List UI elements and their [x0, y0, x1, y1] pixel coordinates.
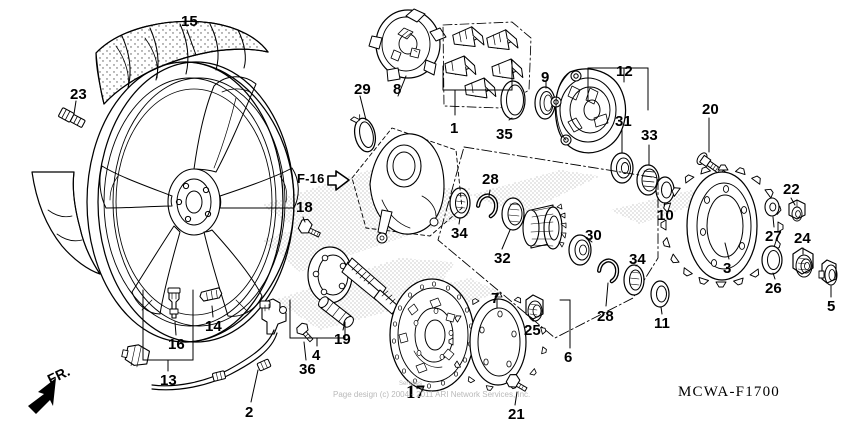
page-number: 17: [406, 382, 425, 403]
callout-33: 33: [641, 127, 658, 144]
callout-7: 7: [491, 290, 500, 307]
callout-30: 30: [585, 227, 602, 244]
callout-34-left: 34: [451, 225, 468, 242]
callout-29: 29: [354, 81, 371, 98]
callout-19: 19: [334, 331, 351, 348]
services-watermark: Services: [399, 381, 423, 387]
copyright-watermark: Page design (c) 2004 - 2011 ARI Network …: [333, 390, 531, 399]
callout-28-left: 28: [482, 171, 499, 188]
callout-15: 15: [181, 13, 198, 30]
callout-32: 32: [494, 250, 511, 267]
callout-31: 31: [615, 113, 632, 130]
callout-6: 6: [564, 349, 573, 366]
callout-27: 27: [765, 228, 782, 245]
callout-11: 11: [654, 315, 670, 332]
callout-4: 4: [312, 347, 321, 364]
callout-12: 12: [616, 63, 633, 80]
callout-3: 3: [723, 260, 732, 277]
callout-26: 26: [765, 280, 782, 297]
callout-16: 16: [168, 336, 185, 353]
callout-5: 5: [827, 298, 836, 315]
callout-28-right: 28: [597, 308, 614, 325]
callout-10: 10: [657, 207, 674, 224]
callout-8: 8: [393, 81, 402, 98]
callout-13: 13: [160, 372, 177, 389]
callout-18: 18: [296, 199, 313, 216]
callout-35: 35: [496, 126, 513, 143]
callout-22: 22: [783, 181, 800, 198]
callout-34-right: 34: [629, 251, 646, 268]
callout-9: 9: [541, 69, 550, 86]
callout-14: 14: [205, 318, 222, 335]
callout-2: 2: [245, 404, 254, 421]
callout-36: 36: [299, 361, 316, 378]
callout-25: 25: [524, 322, 541, 339]
callout-1: 1: [450, 120, 459, 137]
callout-20: 20: [702, 101, 719, 118]
callout-23: 23: [70, 86, 87, 103]
cross-reference-f16[interactable]: F-16: [297, 171, 325, 186]
callout-24: 24: [794, 230, 811, 247]
callout-21: 21: [508, 406, 525, 423]
part-code: MCWA-F1700: [678, 384, 781, 400]
